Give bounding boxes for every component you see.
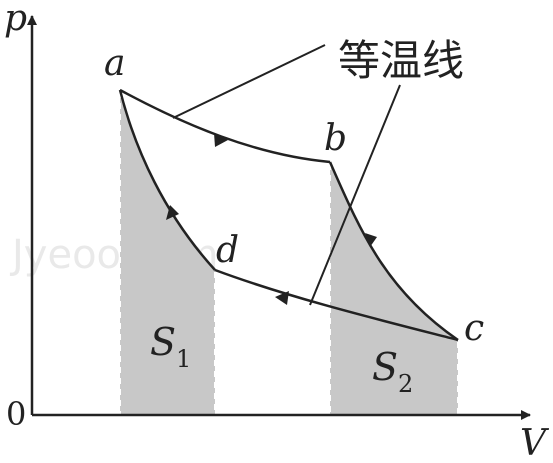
point-label-a: a: [104, 43, 125, 84]
curve-d-a: [118, 89, 216, 271]
curve-c-d: [214, 268, 459, 342]
arrow-icon-c-d: [275, 291, 289, 305]
pointer-line-2: [309, 84, 401, 306]
pointer-line-1: [172, 44, 326, 119]
area-label-s1-sub: 1: [176, 345, 191, 373]
area-label-s2-sub: 2: [398, 370, 413, 398]
arrow-icon-d-a: [166, 205, 179, 220]
curve-a-b: [119, 88, 331, 164]
point-label-b: b: [324, 118, 347, 159]
arrow-icon-b-c: [365, 233, 377, 247]
curve-b-c: [328, 161, 459, 342]
origin-label: 0: [6, 395, 26, 433]
area-s2: [330, 162, 458, 415]
point-label-d: d: [216, 230, 239, 271]
area-label-s1: S: [150, 320, 176, 364]
y-axis-label: p: [4, 0, 27, 39]
arrow-icon-a-b: [214, 133, 228, 147]
isotherm-annotation: 等温线: [338, 36, 464, 85]
x-axis-label: V: [520, 423, 550, 463]
point-label-c: c: [464, 308, 484, 349]
area-label-s2: S: [372, 345, 398, 389]
area-s1: [120, 90, 215, 415]
